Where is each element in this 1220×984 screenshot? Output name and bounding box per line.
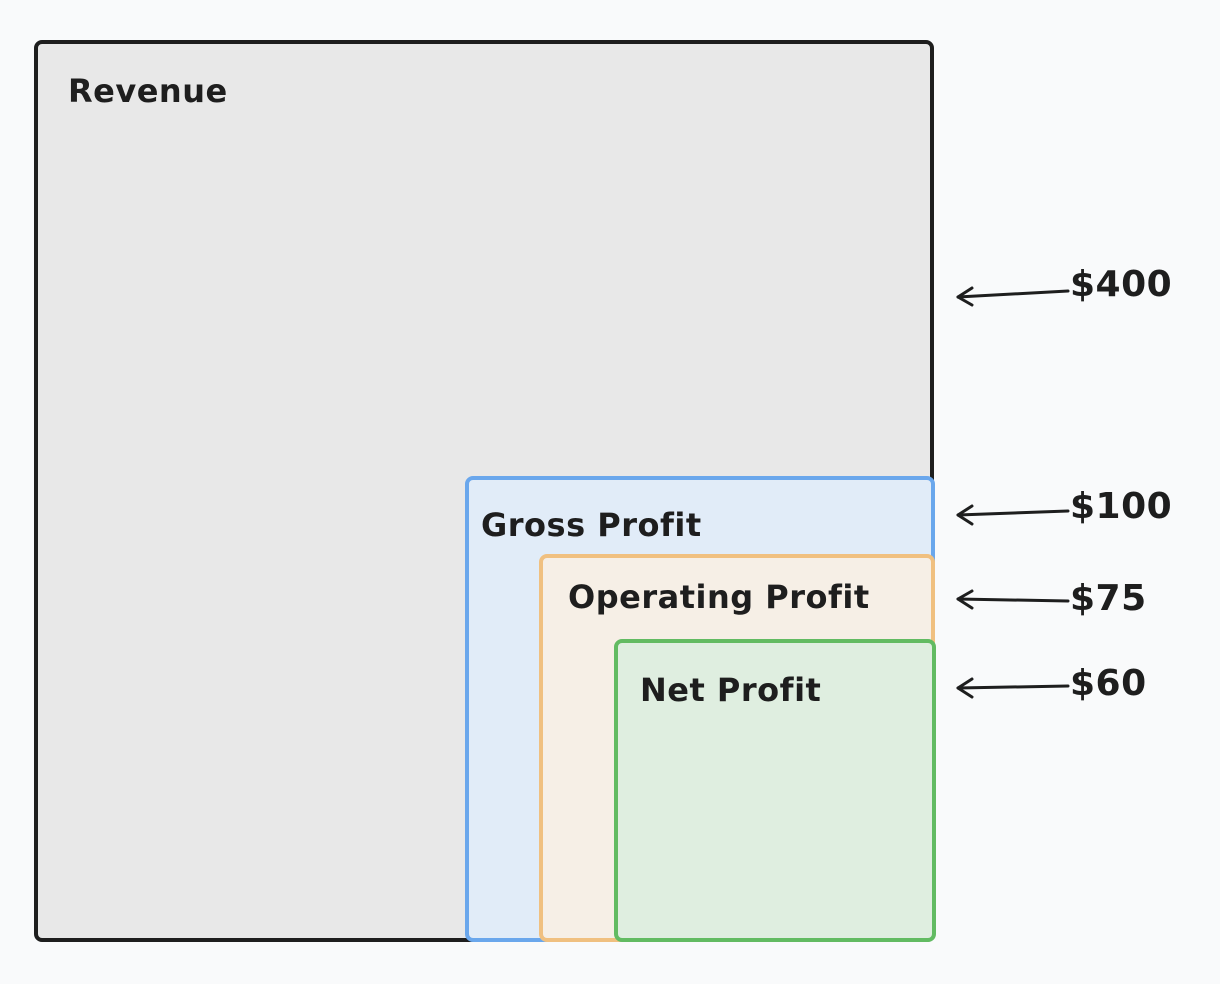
- gross-profit-value: $100: [1070, 486, 1173, 527]
- operating-profit-label: Operating Profit: [568, 578, 870, 616]
- revenue-value: $400: [1070, 264, 1173, 305]
- revenue-label: Revenue: [68, 72, 228, 110]
- net-profit-label: Net Profit: [640, 671, 822, 709]
- gross-profit-arrow-icon: [956, 504, 1070, 526]
- gross-profit-label: Gross Profit: [481, 506, 702, 544]
- operating-profit-arrow-icon: [956, 589, 1070, 610]
- net-profit-box: Net Profit: [614, 639, 936, 942]
- operating-profit-value: $75: [1070, 578, 1147, 619]
- revenue-arrow-icon: [956, 286, 1070, 307]
- net-profit-value: $60: [1070, 663, 1147, 704]
- net-profit-arrow-icon: [956, 677, 1070, 699]
